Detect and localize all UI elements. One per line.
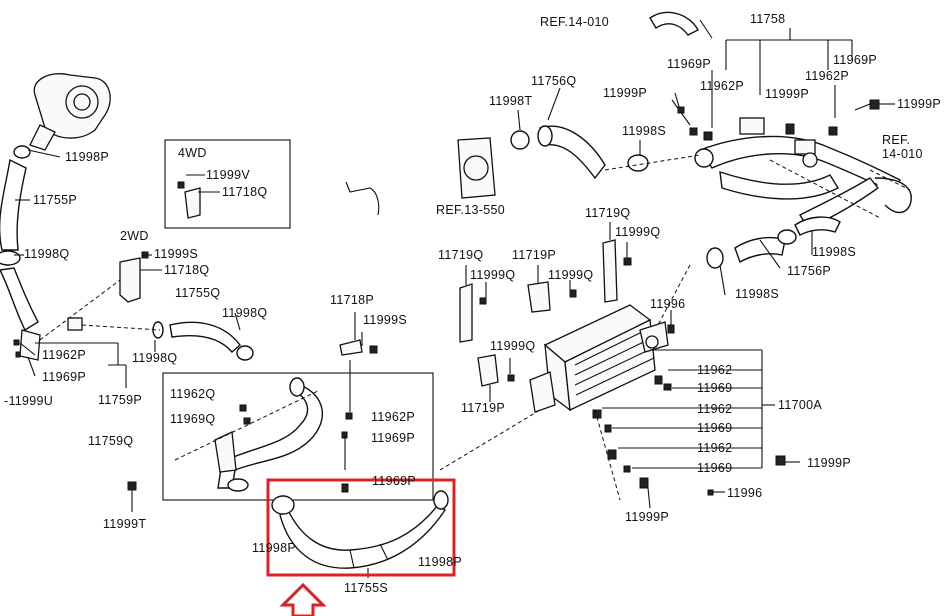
label-ref-13-550: REF.13-550 <box>436 203 505 217</box>
label-11998P: 11998P <box>65 150 109 164</box>
hose-11759Q <box>214 377 323 492</box>
label-11998T: 11998T <box>489 94 532 108</box>
ref-14-010-top-hose <box>649 11 699 36</box>
label-11999U: -11999U <box>4 394 53 408</box>
pipe-11758 <box>694 117 901 229</box>
label-11755S: 11755S <box>344 581 388 595</box>
label-11962Q: 11962Q <box>170 387 215 401</box>
turbocharger <box>29 73 111 151</box>
label-11969P: 11969P <box>372 474 416 488</box>
label-11962P: 11962P <box>42 348 86 362</box>
label-11999P: 11999P <box>603 86 647 100</box>
label-11718Q: 11718Q <box>222 185 267 199</box>
label-11962: 11962 <box>697 402 732 416</box>
hose-11756P <box>706 216 841 269</box>
highlight-box <box>266 478 456 577</box>
ref-13-550-part <box>457 137 496 199</box>
label-11759P: 11759P <box>98 393 142 407</box>
label-11998P: 11998P <box>418 555 462 569</box>
label-11719Q: 11719Q <box>438 248 483 262</box>
bracket-2WD <box>119 251 149 303</box>
box-4WD <box>164 139 291 229</box>
label-11996: 11996 <box>727 486 762 500</box>
intercooler-11700A <box>529 304 669 413</box>
label-11718Q: 11718Q <box>164 263 209 277</box>
label-11998S: 11998S <box>812 245 856 259</box>
label-11718P: 11718P <box>330 293 374 307</box>
label-11969: 11969 <box>697 461 732 475</box>
bracket-11719Q-right <box>602 239 618 303</box>
label-11962P: 11962P <box>805 69 849 83</box>
bracket-11718P <box>339 339 378 356</box>
label-11999P: 11999P <box>625 510 669 524</box>
label-ref: REF. <box>882 133 910 147</box>
label-11999P: 11999P <box>897 97 941 111</box>
label-11758: 11758 <box>750 12 785 26</box>
label-11969P: 11969P <box>667 57 711 71</box>
bracket-11719Q-left <box>459 283 473 343</box>
label-11756Q: 11756Q <box>531 74 576 88</box>
bracket-11719P-lower <box>477 354 499 387</box>
label-11999Q: 11999Q <box>548 268 593 282</box>
label-11756P: 11756P <box>787 264 831 278</box>
label-11996: 11996 <box>650 297 685 311</box>
label-11999S: 11999S <box>154 247 198 261</box>
label-11719Q: 11719Q <box>585 206 630 220</box>
label-11755P: 11755P <box>33 193 77 207</box>
label-11998S: 11998S <box>735 287 779 301</box>
label-11999Q: 11999Q <box>470 268 515 282</box>
hose-11755Q <box>67 317 254 361</box>
label-11999Q: 11999Q <box>615 225 660 239</box>
label-11719P: 11719P <box>461 401 505 415</box>
label-11700A: 11700A <box>778 398 822 412</box>
label-11999P: 11999P <box>765 87 809 101</box>
hose-11755S <box>271 490 449 569</box>
label-11969Q: 11969Q <box>170 412 215 426</box>
label-11969P: 11969P <box>371 431 415 445</box>
label-11999V: 11999V <box>206 168 250 182</box>
box-11759Q <box>162 372 434 501</box>
label-11998S: 11998S <box>622 124 666 138</box>
label-11999Q: 11999Q <box>490 339 535 353</box>
label-2WD: 2WD <box>120 229 149 243</box>
bracket-4WD <box>177 181 201 219</box>
label-11755Q: 11755Q <box>175 286 220 300</box>
label-11962P: 11962P <box>700 79 744 93</box>
label-11969P: 11969P <box>42 370 86 384</box>
label-11969: 11969 <box>697 381 732 395</box>
label-11719P: 11719P <box>512 248 556 262</box>
label-4WD: 4WD <box>178 146 207 160</box>
label-11999T: 11999T <box>103 517 146 531</box>
label-11759Q: 11759Q <box>88 434 133 448</box>
label-ref-14-010-top: REF.14-010 <box>540 15 609 29</box>
label-11962: 11962 <box>697 441 732 455</box>
label-11998Q: 11998Q <box>24 247 69 261</box>
label-11998P: 11998P <box>252 541 296 555</box>
label-11962P: 11962P <box>371 410 415 424</box>
hose-11755P <box>0 145 39 331</box>
label-11998Q: 11998Q <box>222 306 267 320</box>
bracket-11719P-center <box>527 281 551 313</box>
highlight-arrow-icon <box>279 582 327 616</box>
part-labels: 11758 REF.14-010 11969P 11969P 11962P 11… <box>4 12 941 595</box>
bracket-left <box>13 329 41 361</box>
label-11962: 11962 <box>697 363 732 377</box>
label-11999S: 11999S <box>363 313 407 327</box>
label-ref-14-010: 14-010 <box>882 147 923 161</box>
label-11999P: 11999P <box>807 456 851 470</box>
label-11969P: 11969P <box>833 53 877 67</box>
label-11998Q: 11998Q <box>132 351 177 365</box>
hose-11756Q <box>510 125 649 180</box>
label-11969: 11969 <box>697 421 732 435</box>
